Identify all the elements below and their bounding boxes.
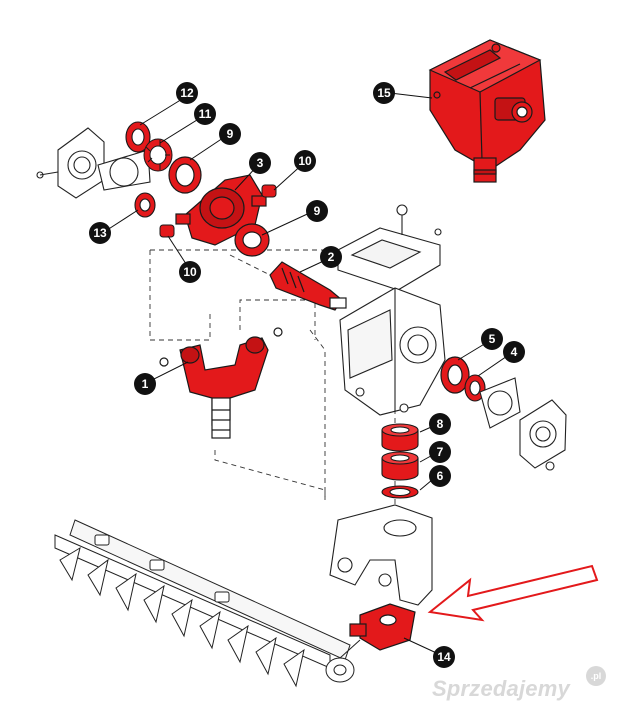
svg-text:6: 6 (437, 469, 444, 483)
flange-cover-left (36, 127, 151, 199)
callout-4: 4 (503, 341, 525, 363)
flange-cover-right (479, 377, 567, 471)
svg-text:3: 3 (257, 156, 264, 170)
callout-9-upper: 9 (219, 123, 241, 145)
cutter-bar (54, 519, 361, 688)
callout-11: 11 (194, 103, 216, 125)
callout-7: 7 (429, 441, 451, 463)
callout-15: 15 (373, 82, 395, 104)
part-9-bearing-cup-upper (168, 156, 202, 194)
svg-text:8: 8 (437, 417, 444, 431)
watermark: Sprzedajemy .pl (432, 666, 606, 701)
part-7-bearing (381, 451, 419, 481)
gearbox-housing (337, 204, 446, 416)
svg-text:Sprzedajemy: Sprzedajemy (432, 676, 571, 701)
part-10-roller-upper (261, 184, 277, 198)
svg-text:9: 9 (314, 204, 321, 218)
highlight-arrow (427, 564, 599, 622)
svg-text:11: 11 (199, 107, 212, 121)
part-12-seal-ring (125, 121, 151, 153)
callout-12: 12 (176, 82, 198, 104)
svg-text:15: 15 (377, 86, 391, 100)
part-1-yoke (159, 327, 283, 439)
svg-text:12: 12 (180, 86, 194, 100)
part-15-gearbox (428, 39, 546, 183)
callout-5: 5 (481, 328, 503, 350)
callout-9-lower: 9 (306, 200, 328, 222)
part-6-seal (381, 485, 419, 499)
svg-text:1: 1 (142, 377, 149, 391)
svg-text:7: 7 (437, 445, 444, 459)
callout-14: 14 (433, 646, 455, 668)
part-13-bush (134, 192, 156, 218)
svg-text:10: 10 (183, 265, 197, 279)
svg-text:14: 14 (437, 650, 451, 664)
callout-8: 8 (429, 413, 451, 435)
part-8-bearing (381, 423, 419, 452)
part-11-bearing (143, 138, 173, 172)
callout-2: 2 (320, 246, 342, 268)
svg-text:2: 2 (328, 250, 335, 264)
callout-1: 1 (134, 373, 156, 395)
svg-text:4: 4 (511, 345, 518, 359)
callout-10-lower: 10 (179, 261, 201, 283)
callout-3: 3 (249, 152, 271, 174)
callout-13: 13 (89, 222, 111, 244)
part-14-knife-head (349, 603, 416, 651)
callouts: 12 11 9 3 10 9 13 10 2 1 5 4 8 7 6 14 15 (89, 82, 525, 668)
svg-text:5: 5 (489, 332, 496, 346)
callout-6: 6 (429, 465, 451, 487)
svg-text:10: 10 (298, 154, 312, 168)
svg-text:.pl: .pl (591, 671, 602, 681)
part-4-seal (464, 374, 486, 402)
part-5-bearing (440, 356, 470, 394)
svg-text:13: 13 (93, 226, 107, 240)
svg-text:9: 9 (227, 127, 234, 141)
part-10-roller-lower (159, 224, 175, 238)
part-2-pinion-shaft (269, 261, 347, 311)
callout-10-upper: 10 (294, 150, 316, 172)
part-9-bearing-cup-lower (234, 223, 270, 257)
support-bracket (329, 504, 433, 606)
